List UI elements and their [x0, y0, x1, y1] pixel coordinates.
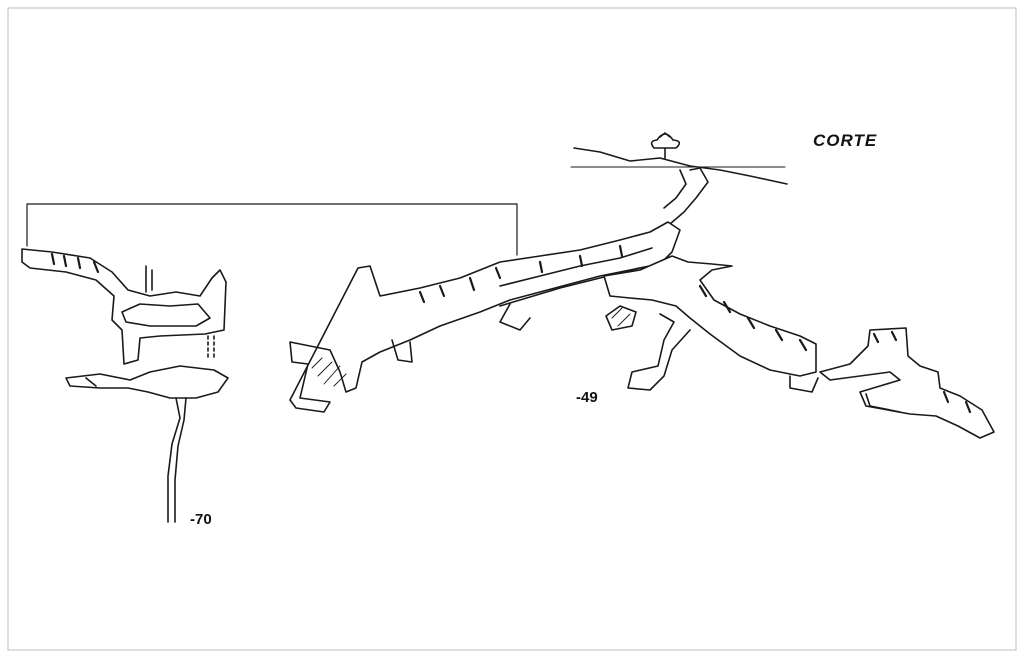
sediment-hatch: [311, 307, 631, 387]
section-title: CORTE: [813, 131, 878, 150]
left-section: [21, 248, 229, 523]
rock-hatching: [50, 244, 972, 414]
depth-label-right: -49: [576, 389, 598, 406]
surface-line: [570, 145, 788, 185]
tree-icon: [650, 132, 681, 149]
entrance-shaft: [663, 167, 709, 225]
right-passage: [603, 255, 995, 439]
depth-label-left: -70: [190, 511, 212, 528]
page-frame: [7, 7, 1017, 651]
section-connector-line: [26, 203, 518, 256]
